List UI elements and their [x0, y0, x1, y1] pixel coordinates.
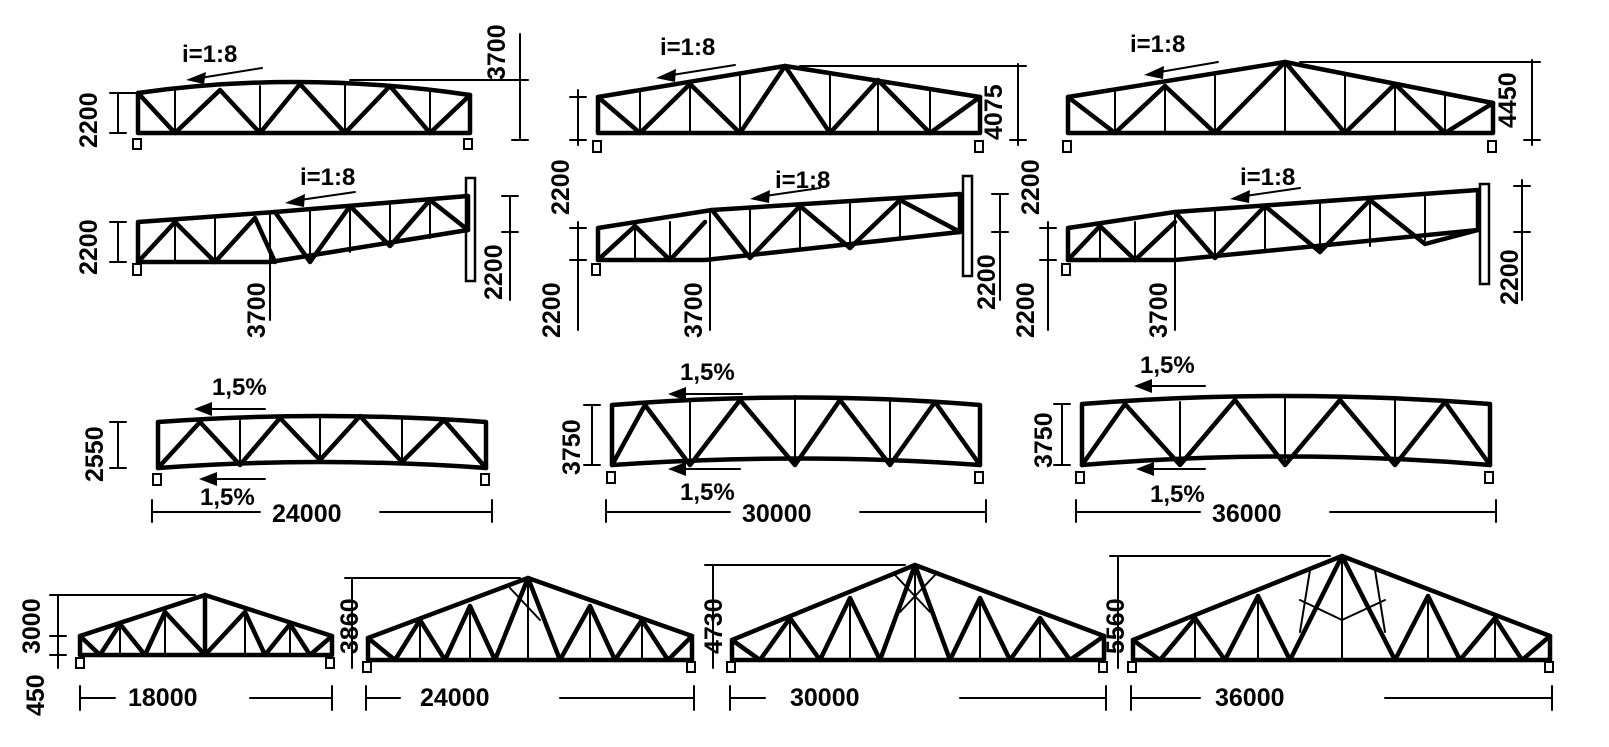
- height-label-r2-a-right: 2200: [480, 244, 508, 300]
- span-label-r3-c: 36000: [1212, 500, 1282, 528]
- step-label-r2-c: 3700: [1145, 282, 1173, 338]
- truss-r2-b: [569, 174, 1009, 331]
- height-label-r1-a: 2200: [75, 92, 103, 148]
- height-label-r1-b-right: 4075: [980, 84, 1008, 140]
- height-label-r2-c-left: 2200: [1017, 159, 1045, 215]
- height-label-r3-a: 2550: [81, 426, 109, 482]
- height-label-r2-b-right: 2200: [973, 254, 1001, 310]
- slope-label-r2-a: i=1:8: [300, 164, 355, 191]
- slope-label-r3-a-bottom: 1,5%: [200, 484, 255, 511]
- step-label-r2-a: 3700: [243, 282, 271, 338]
- slope-label-r1-c: i=1:8: [1130, 31, 1185, 58]
- step-label-r2-b: 3700: [680, 282, 708, 338]
- truss-r3-c: [1053, 379, 1497, 523]
- truss-r3-a: [109, 402, 493, 523]
- slope-label-r1-a: i=1:8: [182, 41, 237, 68]
- height-label-r2-c-left-2: 2200: [1012, 282, 1040, 338]
- truss-r4-a: [49, 592, 335, 711]
- height-label-r4-b: 3860: [336, 598, 364, 654]
- slope-label-r3-b-bottom: 1,5%: [680, 479, 735, 506]
- truss-r1-a: [109, 33, 529, 150]
- height-label-r2-c-right: 2200: [1496, 249, 1524, 305]
- truss-r2-a: [109, 176, 519, 321]
- slope-label-r3-c-top: 1,5%: [1140, 352, 1195, 379]
- slope-label-r2-b: i=1:8: [775, 167, 830, 194]
- height-label-r4-d: 5560: [1102, 598, 1130, 654]
- span-label-r4-a: 18000: [128, 684, 198, 712]
- span-label-r4-b: 24000: [420, 684, 490, 712]
- base-height-label-r4-a: 450: [22, 674, 50, 716]
- truss-r4-d: [1109, 553, 1554, 711]
- height-label-r3-b: 3750: [558, 419, 586, 475]
- truss-r4-b: [344, 575, 696, 711]
- height-label-r1-a-right: 3700: [483, 24, 511, 80]
- truss-r3-b: [583, 387, 987, 523]
- truss-r1-b: [569, 63, 1027, 153]
- height-label-r4-c: 4730: [700, 598, 728, 654]
- height-label-r3-c: 3750: [1030, 412, 1058, 468]
- height-label-r1-c-right: 4450: [1494, 72, 1522, 128]
- slope-label-r1-b: i=1:8: [660, 34, 715, 61]
- height-label-r4-a: 3000: [18, 598, 46, 654]
- height-label-r2-b-left: 2200: [547, 159, 575, 215]
- height-label-r2-b-left-2: 2200: [538, 282, 566, 338]
- height-label-r2-a-left: 2200: [75, 219, 103, 275]
- slope-label-r3-c-bottom: 1,5%: [1150, 481, 1205, 508]
- truss-r1-c: [1062, 59, 1541, 153]
- span-label-r4-d: 36000: [1215, 684, 1285, 712]
- slope-label-r2-c: i=1:8: [1240, 164, 1295, 191]
- truss-r2-c: [1039, 179, 1531, 331]
- slope-label-r3-a-top: 1,5%: [212, 374, 267, 401]
- truss-r4-c: [704, 562, 1108, 711]
- span-label-r3-a: 24000: [272, 500, 342, 528]
- span-label-r3-b: 30000: [742, 500, 812, 528]
- slope-label-r3-b-top: 1,5%: [680, 359, 735, 386]
- span-label-r4-c: 30000: [790, 684, 860, 712]
